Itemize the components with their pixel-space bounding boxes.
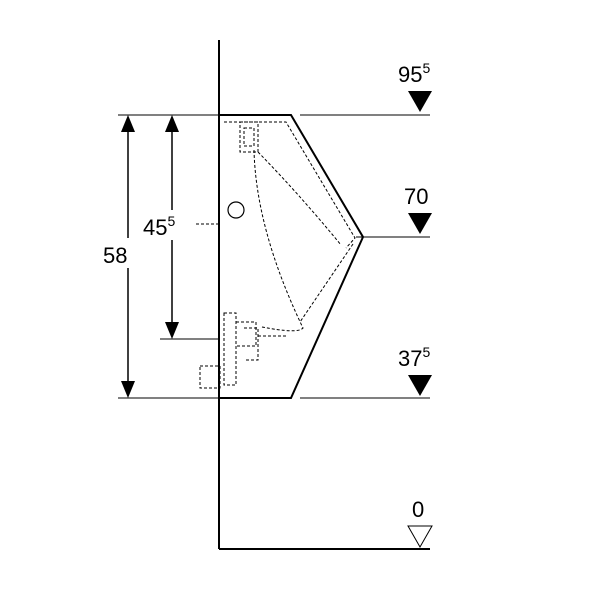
inlet-box — [239, 121, 259, 153]
urinal-outline — [218, 114, 365, 399]
dimension-overall-height: 58 — [100, 115, 144, 398]
level-label-top: 955 — [398, 60, 430, 87]
level-marker-floor: 0 — [407, 497, 433, 549]
hollow-triangle-down-icon — [407, 525, 433, 549]
trap-body — [223, 312, 237, 386]
dimension-label-backdrop — [100, 238, 144, 268]
dimension-label-backdrop — [142, 210, 192, 240]
filled-triangle-down-icon — [408, 91, 432, 112]
filled-triangle-down-icon — [408, 375, 432, 396]
level-label-middle: 70 — [404, 184, 428, 209]
outlet-stub — [199, 365, 221, 389]
inlet-inner — [243, 127, 255, 147]
dimension-label-58: 58 — [103, 243, 127, 268]
bowl-curve-upper — [257, 151, 342, 246]
arrowhead-down-icon — [121, 381, 135, 398]
level-marker-top: 955 — [398, 60, 432, 112]
arrowhead-down-icon — [165, 322, 179, 339]
level-marker-middle: 70 — [404, 184, 432, 234]
level-label-bottom: 375 — [398, 344, 430, 371]
bowl-front-line — [299, 243, 354, 323]
trap-connector — [236, 321, 257, 347]
level-marker-bottom: 375 — [398, 344, 432, 396]
urinal-hidden-details — [196, 121, 356, 389]
filled-triangle-down-icon — [408, 213, 432, 234]
level-label-floor: 0 — [412, 497, 424, 522]
arrowhead-up-icon — [165, 115, 179, 132]
dimension-outlet-height: 455 — [142, 115, 192, 339]
bowl-curve-lower — [253, 149, 304, 332]
bowl-inner-top — [224, 121, 356, 249]
trap-inner — [244, 327, 259, 361]
arrowhead-up-icon — [121, 115, 135, 132]
dimension-label-45-5: 455 — [143, 213, 175, 240]
inlet-circle — [227, 201, 245, 219]
